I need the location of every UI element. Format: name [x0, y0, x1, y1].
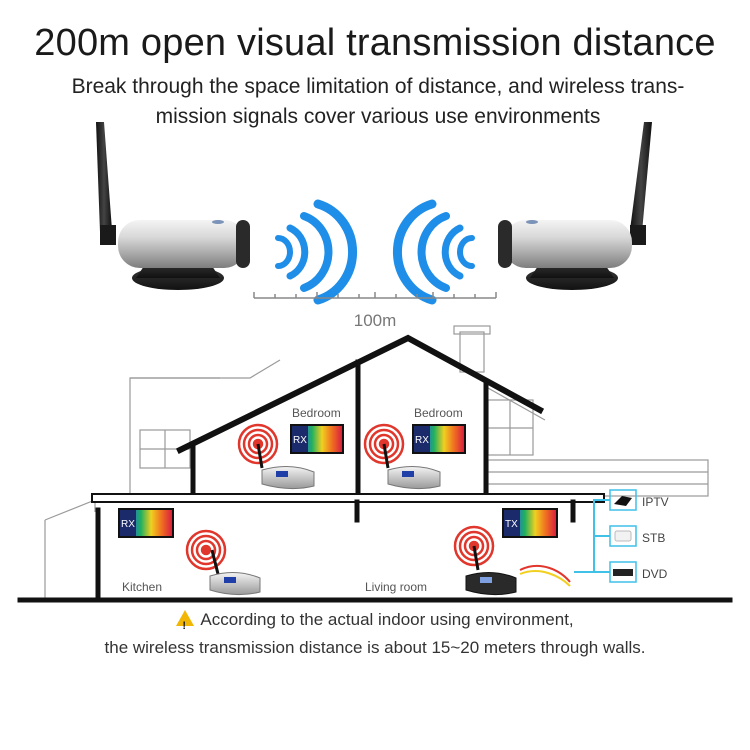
tv-tag-rx: RX	[293, 435, 307, 446]
tv-tag-tx: TX	[505, 519, 518, 530]
right-antenna	[630, 122, 652, 232]
transmitter-living-room	[465, 545, 517, 596]
receiver-kitchen	[209, 549, 261, 596]
receiver-bedroom-right	[382, 443, 441, 490]
page-subtitle: Break through the space limitation of di…	[28, 72, 728, 132]
svg-text:DVD: DVD	[642, 567, 668, 581]
tv-kitchen: RX	[118, 508, 174, 538]
house-illustration: Bedroom Bedroom Kitchen Living room RX R…	[17, 325, 733, 603]
source-dvd: DVD	[609, 561, 668, 583]
distance-label: 100m	[354, 311, 397, 330]
tv-living-room: TX	[502, 508, 558, 538]
svg-text:IPTV: IPTV	[642, 495, 669, 509]
tv-tag-rx: RX	[121, 519, 135, 530]
warning-icon: !	[176, 610, 195, 632]
tv-bedroom-left: RX	[290, 424, 344, 454]
room-label-living-room: Living room	[365, 580, 427, 594]
subtitle-line-1: Break through the space limitation of di…	[71, 75, 685, 98]
signal-icon-kitchen	[185, 529, 227, 571]
hero-illustration: 100m	[96, 122, 652, 330]
source-iptv: IPTV	[609, 489, 669, 511]
house-outline-background	[44, 325, 709, 600]
receiver-bedroom-left	[256, 443, 315, 490]
room-label-bedroom-right: Bedroom	[414, 406, 463, 420]
distance-ruler	[253, 292, 497, 299]
right-signal-waves	[392, 199, 475, 305]
note-line-2: the wireless transmission distance is ab…	[104, 638, 646, 657]
house-structure	[17, 334, 733, 603]
tv-bedroom-right: RX	[412, 424, 466, 454]
right-transceiver	[498, 122, 652, 290]
av-cables	[519, 499, 610, 591]
subtitle-line-2: mission signals cover various use enviro…	[155, 105, 601, 128]
tv-tag-rx: RX	[415, 435, 429, 446]
left-antenna	[96, 122, 112, 232]
source-stb: STB	[609, 525, 665, 547]
right-body	[504, 220, 632, 268]
left-transceiver	[96, 122, 250, 290]
room-label-kitchen: Kitchen	[122, 580, 162, 594]
transmission-note: ! According to the actual indoor using en…	[0, 606, 750, 662]
room-label-bedroom-left: Bedroom	[292, 406, 341, 420]
note-line-1: ! According to the actual indoor using en…	[0, 606, 750, 634]
signal-icon-living-room	[453, 525, 495, 567]
svg-text:STB: STB	[642, 531, 665, 545]
page-title: 200m open visual transmission distance	[34, 22, 716, 64]
left-body	[118, 220, 246, 268]
note-line-1-text: According to the actual indoor using env…	[200, 610, 574, 629]
left-signal-waves	[275, 199, 358, 305]
